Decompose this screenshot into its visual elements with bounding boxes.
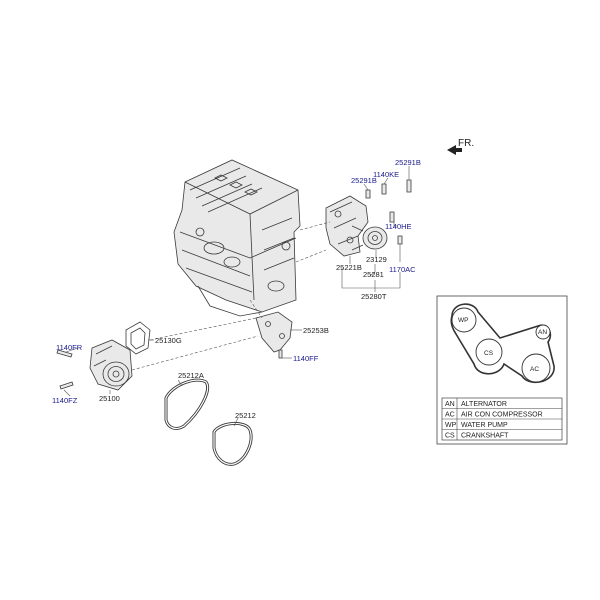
alternator-bracket-assembly — [325, 179, 412, 257]
callout-25221b: 25221B — [336, 263, 362, 272]
belt-routing-diagram: WP AN CS AC AN ALTERNATOR AC AIR CON COM… — [436, 295, 568, 445]
pulley-an-label: AN — [538, 329, 547, 336]
legend-name: CRANKSHAFT — [461, 433, 509, 440]
legend-code: CS — [445, 433, 455, 440]
legend-name: WATER PUMP — [461, 422, 508, 429]
front-marker-label: FR. — [458, 138, 474, 149]
legend-code: AN — [445, 401, 455, 408]
belt-25212a — [164, 378, 209, 430]
callout-25130g: 25130G — [155, 336, 182, 345]
belt-25212 — [212, 422, 253, 466]
bracket-25253b — [255, 311, 293, 359]
legend-name: AIR CON COMPRESSOR — [461, 412, 543, 419]
callout-1140ff: 1140FF — [293, 354, 319, 363]
legend-row: WP WATER PUMP — [445, 422, 508, 429]
legend-table: AN ALTERNATOR AC AIR CON COMPRESSOR WP W… — [441, 397, 563, 441]
front-marker: FR. — [447, 138, 474, 155]
legend-row: AN ALTERNATOR — [445, 401, 507, 408]
callout-labels: 25291B 1140KE 25291B 1140HE 23129 25221B… — [52, 158, 421, 420]
callout-1140ke: 1140KE — [373, 170, 399, 179]
callout-23129: 23129 — [366, 255, 387, 264]
leader-lines — [63, 166, 410, 427]
pulley-an — [535, 324, 551, 340]
water-pump-25100 — [56, 339, 133, 391]
guide-lines — [131, 221, 331, 371]
callout-25280t: 25280T — [361, 292, 387, 301]
legend-name: ALTERNATOR — [461, 401, 507, 408]
callout-25212: 25212 — [235, 411, 256, 420]
callout-25291b-top: 25291B — [395, 158, 421, 167]
pulley-ac — [521, 353, 551, 383]
callout-25281: 25281 — [363, 270, 384, 279]
legend-row: CS CRANKSHAFT — [445, 433, 509, 440]
callout-25212a: 25212A — [178, 371, 204, 380]
pulley-wp-label: WP — [458, 317, 468, 324]
callout-25253b: 25253B — [303, 326, 329, 335]
legend-row: AC AIR CON COMPRESSOR — [445, 412, 543, 419]
pulley-ac-label: AC — [530, 366, 539, 373]
gasket-25130g — [125, 321, 151, 355]
callout-1140he: 1140HE — [385, 222, 412, 231]
belt-route — [450, 303, 555, 384]
front-arrow-icon — [447, 145, 462, 155]
legend-code: WP — [445, 422, 457, 429]
callout-25291b: 25291B — [351, 176, 377, 185]
callout-1170ac: 1170AC — [389, 265, 416, 274]
callout-1140fr: 1140FR — [56, 343, 83, 352]
callout-25100: 25100 — [99, 394, 120, 403]
pulley-cs-label: CS — [484, 350, 494, 357]
legend-code: AC — [445, 412, 455, 419]
pulley-wp — [451, 307, 477, 333]
callout-1140fz: 1140FZ — [52, 396, 78, 405]
engine-block — [173, 159, 301, 317]
pulley-cs — [475, 338, 503, 366]
